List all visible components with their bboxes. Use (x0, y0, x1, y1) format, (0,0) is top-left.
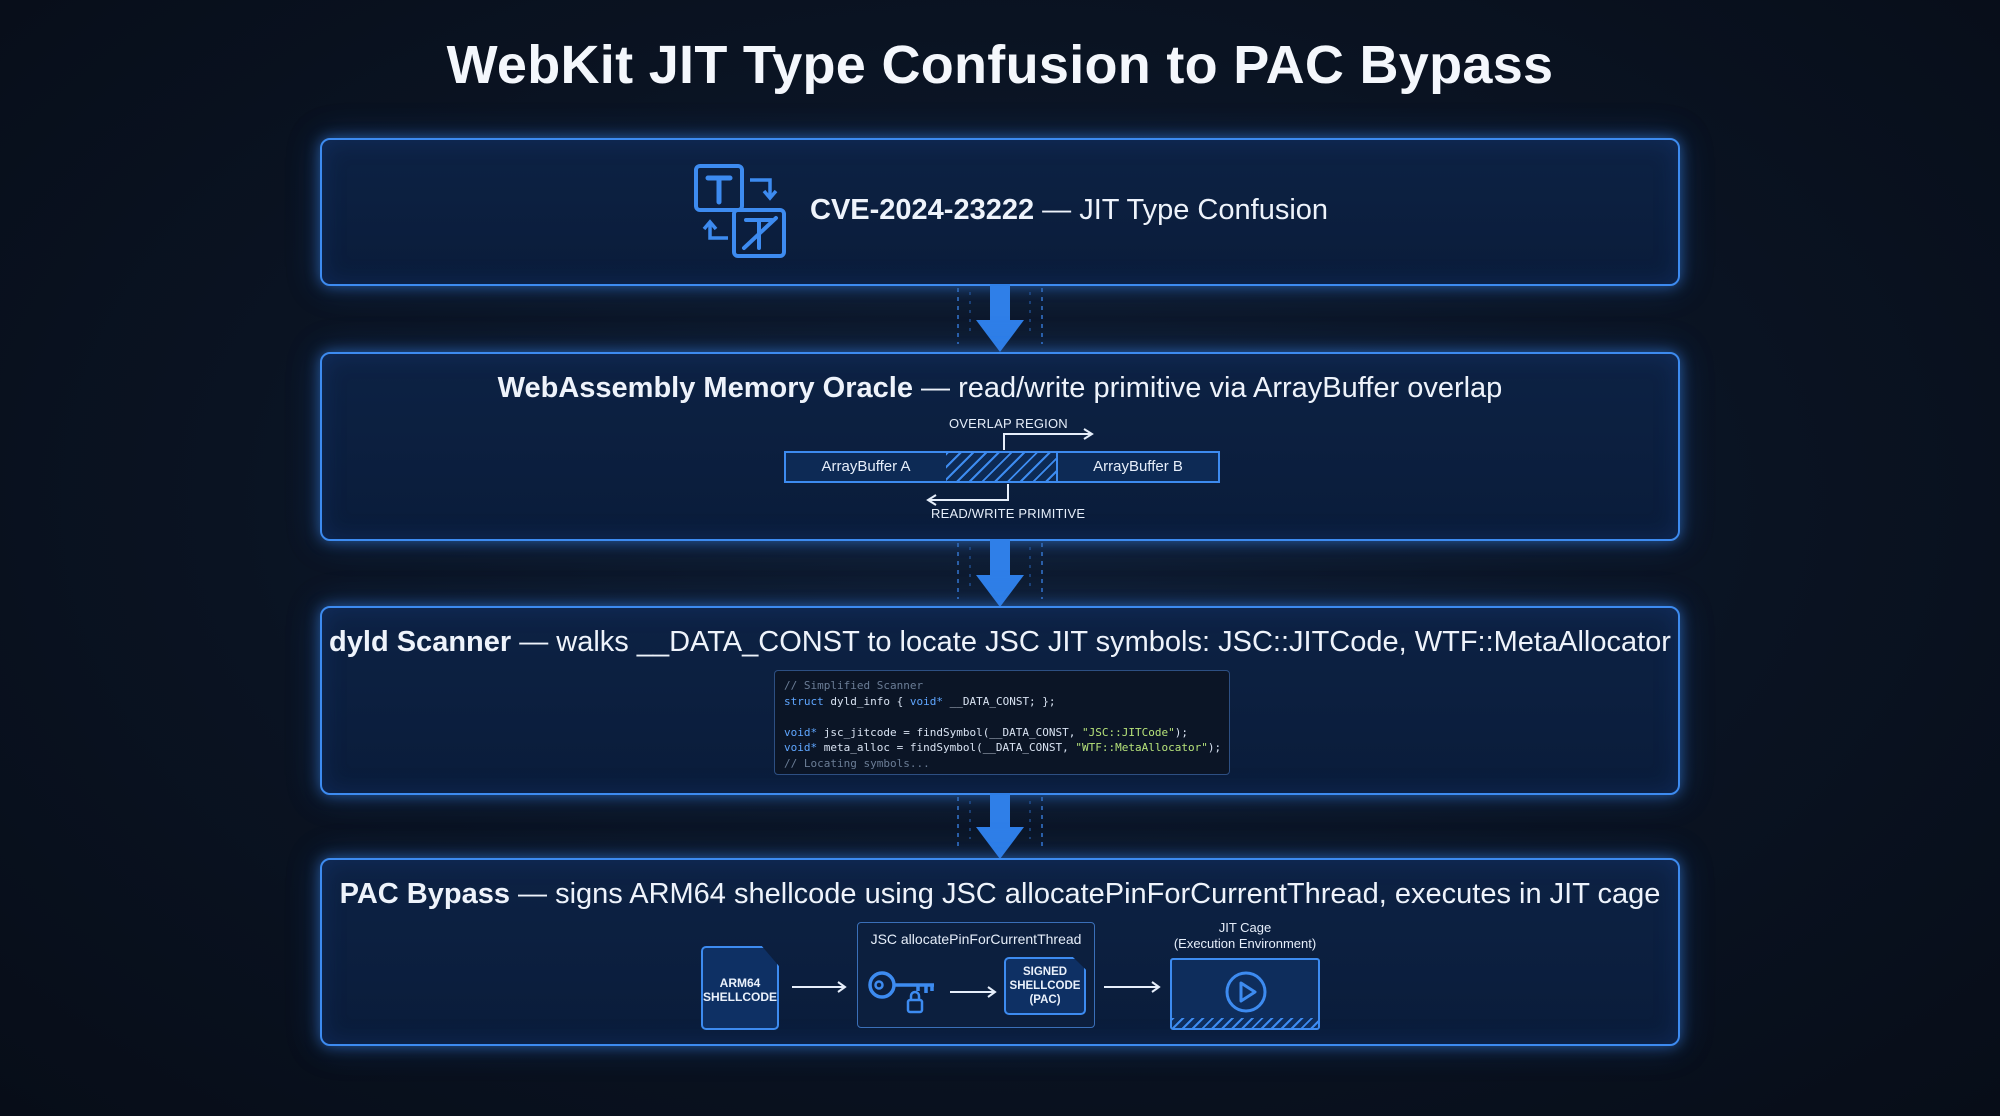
shellcode-label-2: SHELLCODE (703, 990, 778, 1004)
memory-oracle-heading: WebAssembly Memory Oracle — read/write p… (322, 372, 1678, 405)
pac-bypass-heading: PAC Bypass — signs ARM64 shellcode using… (322, 878, 1678, 911)
flow-arrow-3 (957, 793, 1043, 859)
flow-arrow-cage (1104, 981, 1161, 993)
memory-oracle-title: WebAssembly Memory Oracle (497, 372, 913, 404)
pac-bypass-description: — signs ARM64 shellcode using JSC alloca… (509, 878, 1661, 910)
cage-label-2: (Execution Environment) (1173, 936, 1317, 951)
scanner-code-block: // Simplified Scanner struct dyld_info {… (774, 670, 1230, 775)
stage-cve: CVE-2024-23222 — JIT Type Confusion (320, 138, 1680, 286)
shellcode-label-1: ARM64 (719, 976, 761, 990)
page-title: WebKit JIT Type Confusion to PAC Bypass (446, 35, 1554, 95)
code-line-5: // Locating symbols... (784, 756, 930, 770)
arm64-shellcode-doc: ARM64 SHELLCODE (701, 946, 779, 1030)
cage-label-1: JIT Cage (1218, 920, 1272, 935)
type-confusion-icon (694, 164, 786, 258)
dyld-scanner-heading: dyld Scanner — walks __DATA_CONST to loc… (322, 626, 1678, 659)
flow-arrow-signing (950, 986, 997, 998)
cve-description: — JIT Type Confusion (1034, 194, 1329, 226)
jit-cage (1170, 958, 1320, 1030)
play-icon (1225, 971, 1267, 1013)
primitive-arrow (926, 484, 1009, 506)
jit-cage-label: JIT Cage (Execution Environment) (1140, 920, 1350, 952)
signed-shellcode-doc: SIGNED SHELLCODE (PAC) (1004, 957, 1086, 1015)
signed-label-2: SHELLCODE (1009, 980, 1081, 992)
overlap-region (946, 451, 1058, 483)
dyld-scanner-title: dyld Scanner (329, 626, 512, 658)
flow-arrow-2 (957, 539, 1043, 607)
stage-memory-oracle: WebAssembly Memory Oracle — read/write p… (320, 352, 1680, 541)
jsc-signing-box: JSC allocatePinForCurrentThread SIGNED S… (857, 922, 1095, 1028)
jsc-function-label: JSC allocatePinForCurrentThread (870, 931, 1082, 947)
arraybuffer-b: ArrayBuffer B (1056, 451, 1220, 483)
cve-id: CVE-2024-23222 (810, 194, 1035, 226)
signed-label-1: SIGNED (1022, 966, 1068, 978)
code-line-1: // Simplified Scanner (784, 679, 924, 692)
dyld-scanner-description: — walks __DATA_CONST to locate JSC JIT s… (511, 626, 1671, 658)
code-line-2: struct dyld_info { void* __DATA_CONST; }… (784, 694, 1056, 708)
key-lock-icon (868, 971, 934, 1014)
pac-bypass-title: PAC Bypass (339, 878, 510, 910)
flow-arrow-shellcode (792, 981, 847, 993)
read-write-primitive-label: READ/WRITE PRIMITIVE (931, 506, 1086, 521)
cve-heading: CVE-2024-23222 — JIT Type Confusion (810, 194, 1328, 227)
memory-oracle-description: — read/write primitive via ArrayBuffer o… (912, 372, 1503, 404)
signed-label-3: (PAC) (1029, 994, 1061, 1006)
arraybuffer-a: ArrayBuffer A (784, 451, 948, 483)
stage-dyld-scanner: dyld Scanner — walks __DATA_CONST to loc… (320, 606, 1680, 795)
flow-arrow-1 (957, 284, 1043, 352)
overlap-region-label: OVERLAP REGION (949, 416, 1068, 431)
code-line-4: void* meta_alloc = findSymbol(__DATA_CON… (784, 741, 1222, 754)
cage-hatch (1172, 1018, 1318, 1028)
stage-pac-bypass: PAC Bypass — signs ARM64 shellcode using… (320, 858, 1680, 1046)
overlap-arrow (1003, 428, 1094, 450)
code-line-3: void* jsc_jitcode = findSymbol(__DATA_CO… (784, 725, 1188, 739)
